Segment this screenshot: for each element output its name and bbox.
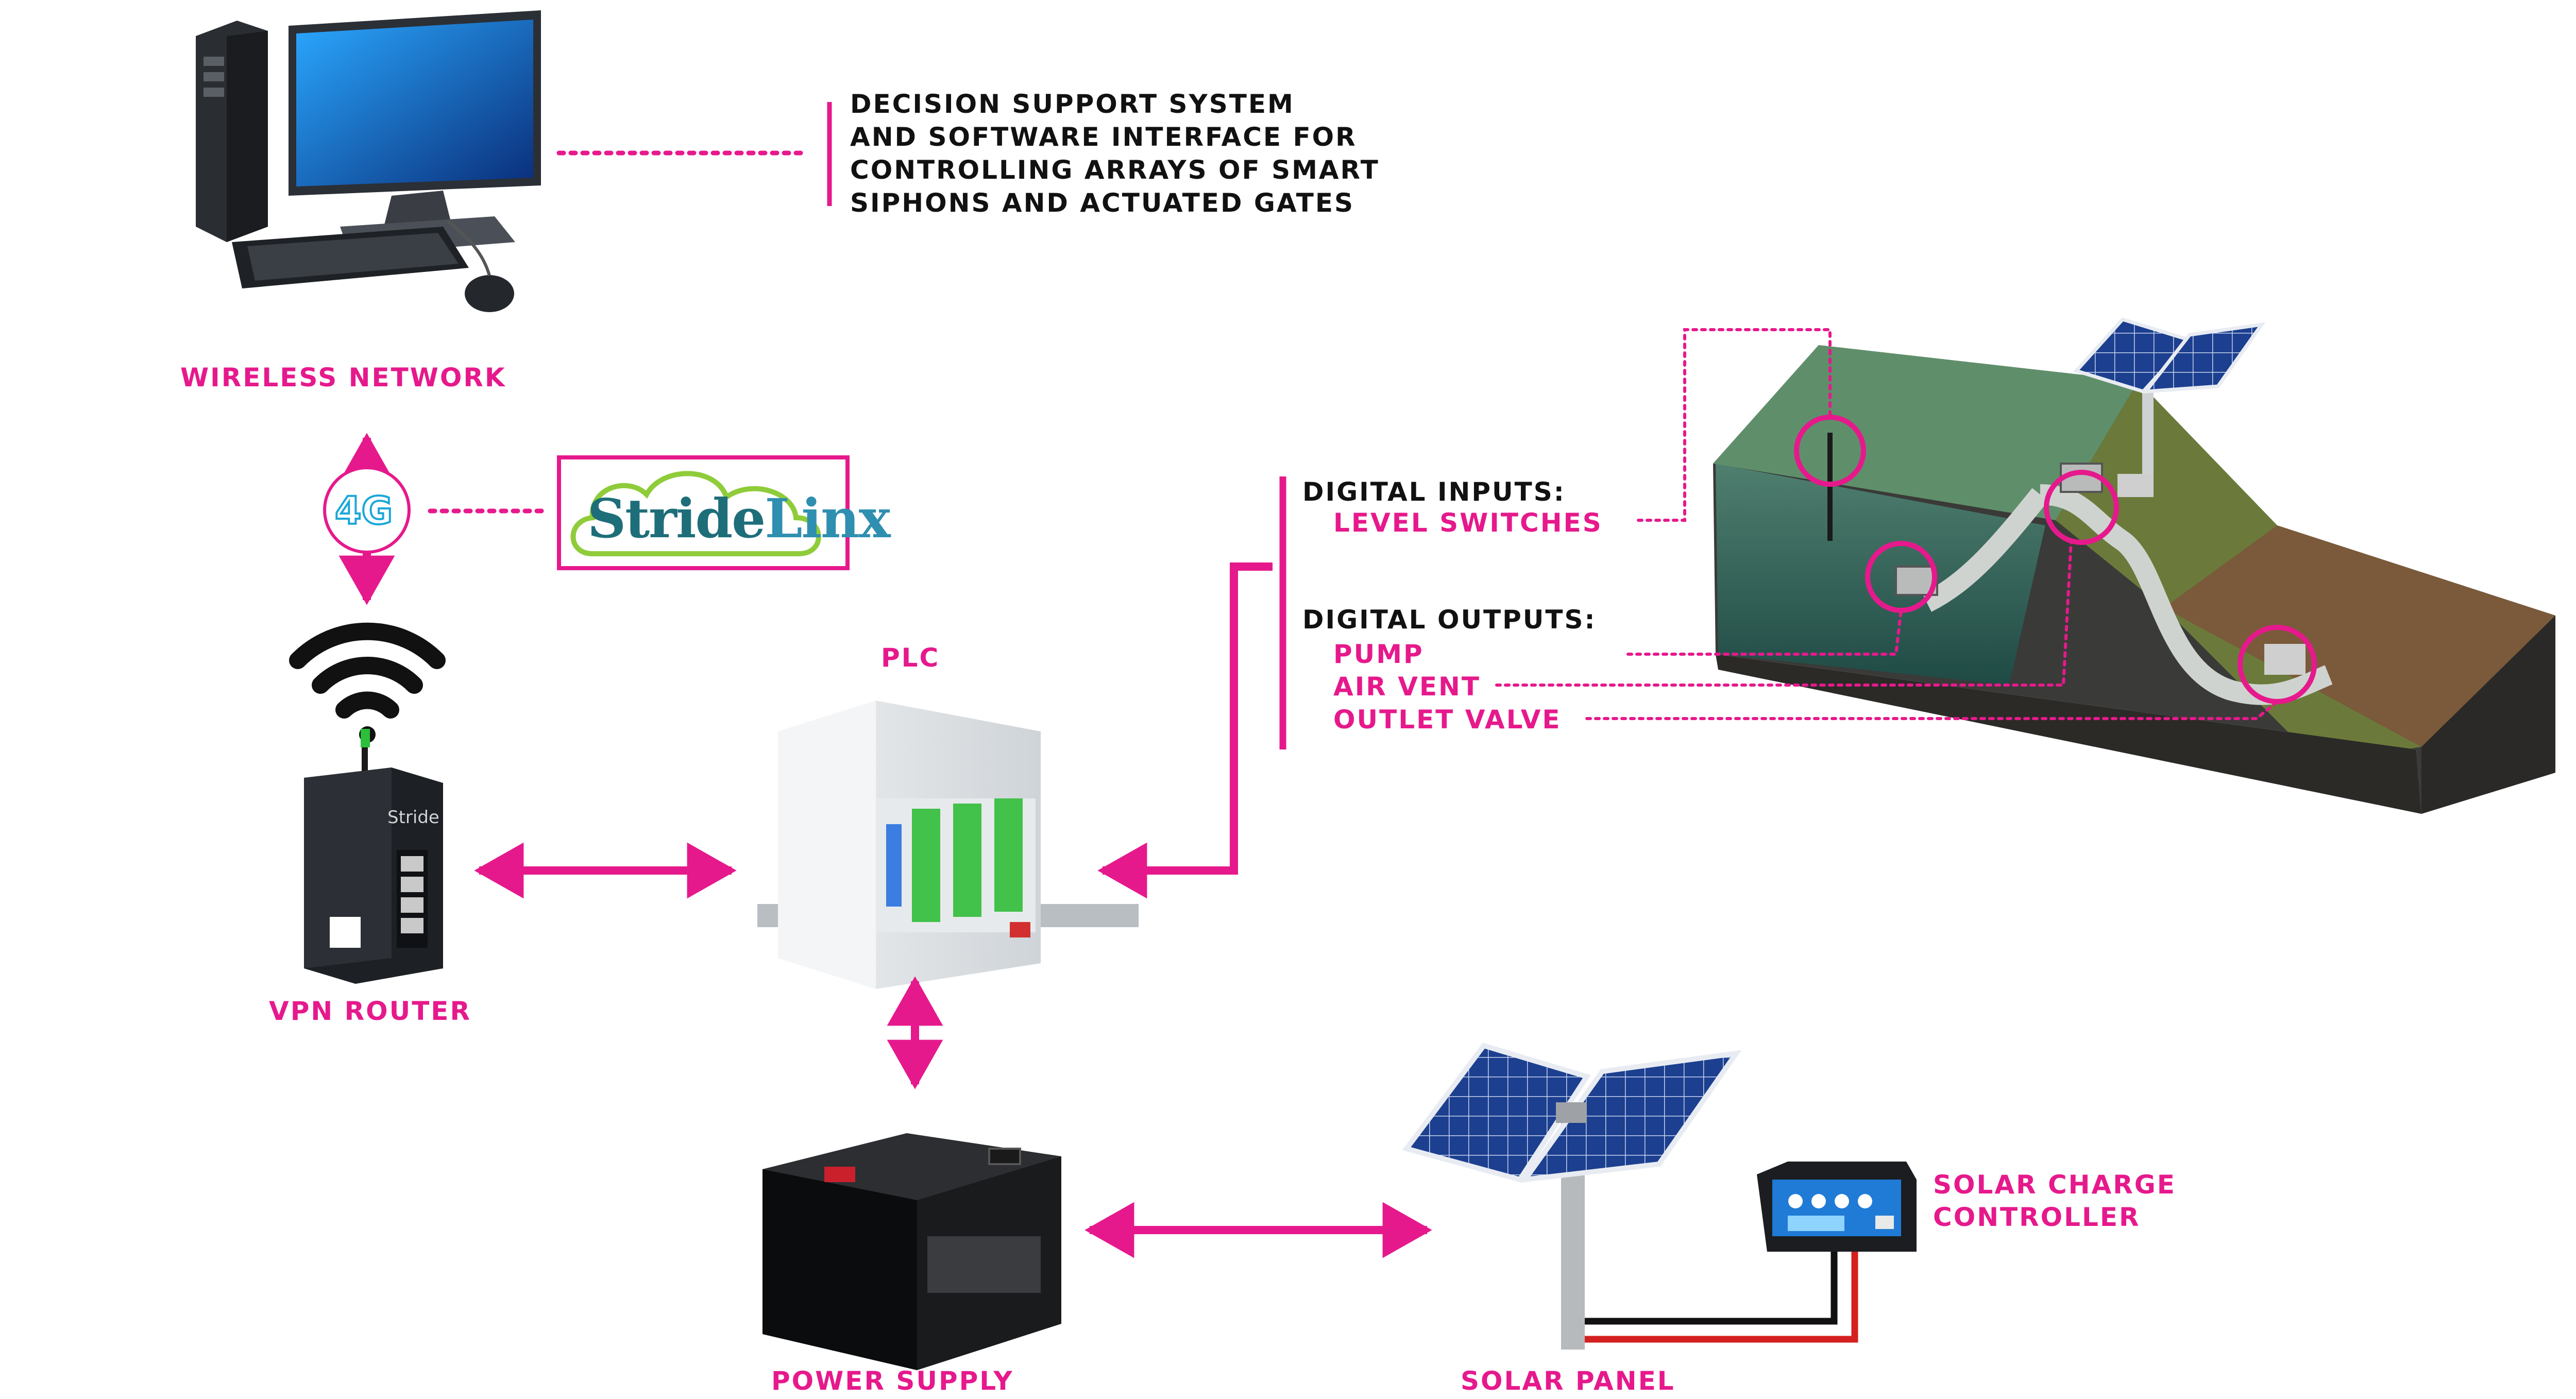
stridelinx-part: Linx — [765, 487, 890, 550]
description-line: SIPHONS AND ACTUATED GATES — [850, 188, 1355, 218]
pump-label: PUMP — [1333, 639, 1424, 669]
cloud-icon — [570, 471, 821, 556]
plc-icon — [757, 701, 1139, 989]
plc-io-arrow — [1097, 562, 1273, 899]
wifi-icon — [289, 622, 446, 743]
description-text: DECISION SUPPORT SYSTEM AND SOFTWARE INT… — [850, 88, 1380, 219]
vpn-router-icon — [304, 729, 443, 984]
solar-panel-icon — [1402, 1043, 1742, 1350]
battery-icon — [762, 1133, 1061, 1370]
solar-panel-label: SOLAR PANEL — [1461, 1366, 1675, 1396]
digital-inputs-header: DIGITAL INPUTS: — [1302, 477, 1566, 507]
description-line: DECISION SUPPORT SYSTEM — [850, 89, 1295, 119]
charge-controller-icon — [1757, 1162, 1917, 1252]
solar-charge-label-line: SOLAR CHARGE — [1933, 1170, 2176, 1200]
black-cable — [1585, 1252, 1838, 1325]
wireless-network-label: WIRELESS NETWORK — [180, 363, 506, 393]
solar-charge-label-line: CONTROLLER — [1933, 1202, 2141, 1232]
outlet-valve-label: OUTLET VALVE — [1333, 705, 1562, 735]
vpn-router-label: VPN ROUTER — [269, 996, 471, 1026]
power-supply-label: POWER SUPPLY — [771, 1366, 1014, 1396]
cellular-badge — [323, 466, 411, 554]
cellular-label: 4G — [334, 489, 394, 533]
digital-outputs-header: DIGITAL OUTPUTS: — [1302, 605, 1597, 635]
stridelinx-logo: StrideLinx — [587, 492, 891, 545]
description-line: AND SOFTWARE INTERFACE FOR — [850, 122, 1357, 152]
stridelinx-part: Stri — [587, 487, 696, 550]
plc-label: PLC — [881, 643, 940, 673]
air-vent-label: AIR VENT — [1333, 672, 1481, 702]
stridelinx-part: de — [695, 487, 766, 550]
io-dotted-connectors — [1495, 328, 2279, 720]
level-switches-label: LEVEL SWITCHES — [1333, 508, 1603, 538]
red-cable — [1585, 1252, 1858, 1343]
siphon-landscape-icon — [1713, 317, 2555, 814]
router-brand-label: Stride — [387, 807, 439, 828]
description-line: CONTROLLING ARRAYS OF SMART — [850, 155, 1380, 185]
desktop-computer-icon — [196, 10, 541, 312]
